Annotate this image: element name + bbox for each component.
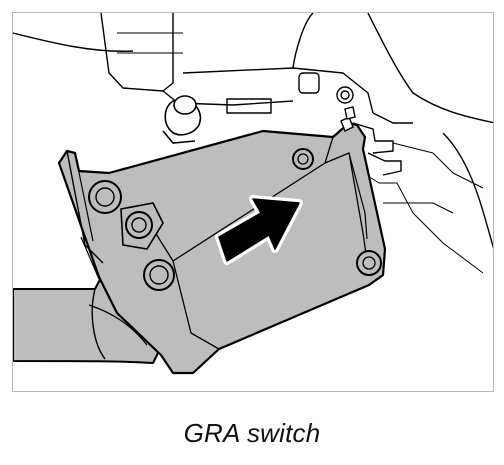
connector-pins	[340, 106, 356, 132]
figure-frame	[12, 12, 494, 392]
screw-middle-left	[125, 211, 153, 239]
screw-lower-right	[356, 250, 382, 276]
screw-lower-left	[143, 259, 175, 291]
background-knob	[162, 95, 202, 144]
mounting-screws	[88, 148, 382, 291]
removal-direction-arrow-icon	[215, 195, 303, 265]
screw-upper-right	[292, 148, 314, 170]
screw-upper-left	[88, 180, 122, 214]
gra-switch-illustration	[13, 13, 493, 375]
figure-caption: GRA switch	[183, 418, 321, 448]
background-housing	[13, 13, 493, 274]
